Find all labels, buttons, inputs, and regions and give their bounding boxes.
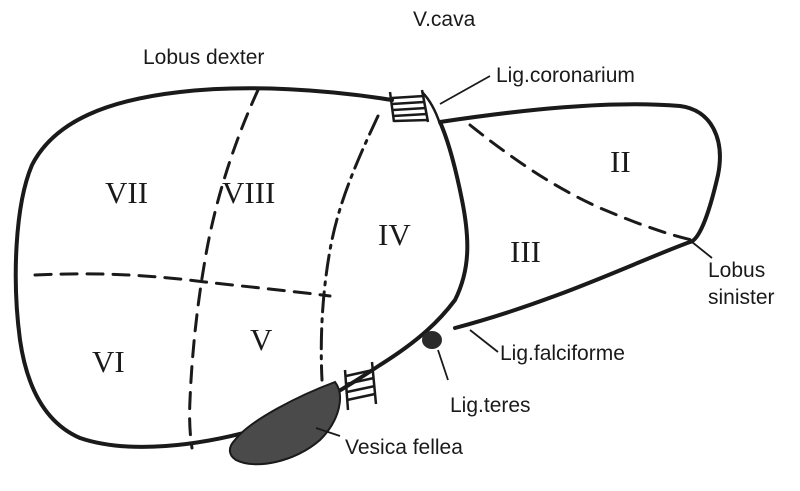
segment-iii: III: [510, 234, 541, 269]
label-lobus-dexter: Lobus dexter: [143, 46, 264, 69]
segment-v: V: [250, 322, 273, 357]
lig-teres-knob: [422, 331, 442, 349]
boundary-horizontal: [35, 274, 330, 296]
pointer-lig-coronarium: [440, 76, 490, 104]
vena-cava: [390, 90, 428, 122]
boundary-middle-hepatic: [321, 116, 378, 380]
pointer-lig-falciforme: [470, 330, 498, 352]
segment-ii: II: [610, 144, 631, 179]
label-vesica-fellea: Vesica fellea: [345, 436, 463, 459]
label-lig-falciforme: Lig.falciforme: [500, 342, 625, 365]
segment-vii: VII: [105, 175, 148, 210]
segment-iv: IV: [378, 217, 411, 252]
boundary-vii-viii: [190, 90, 258, 448]
label-lig-teres: Lig.teres: [450, 394, 531, 417]
segment-vi: VI: [92, 344, 125, 379]
gallbladder: [230, 382, 340, 464]
label-lig-coronarium: Lig.coronarium: [496, 64, 635, 87]
boundary-ii-iii: [470, 125, 692, 240]
segment-viii: VIII: [222, 175, 275, 210]
label-lobus-sinister-line1: Lobus: [708, 259, 765, 282]
pointer-lobus-sinister: [692, 242, 712, 258]
right-lobe-outline: [16, 88, 468, 447]
label-v-cava: V.cava: [413, 8, 476, 31]
label-lobus-sinister-line2: sinister: [708, 286, 775, 309]
pointer-lig-teres: [438, 350, 448, 380]
left-lobe-outline: [440, 104, 720, 328]
